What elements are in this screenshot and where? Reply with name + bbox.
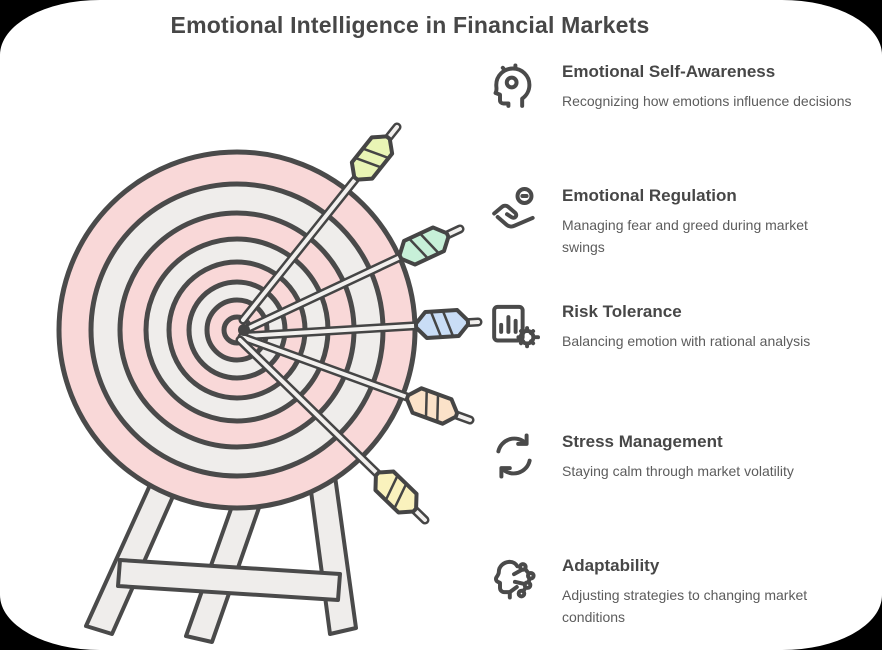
- list-item: Risk Tolerance Balancing emotion with ra…: [486, 302, 854, 354]
- list-item: Emotional Self-Awareness Recognizing how…: [486, 62, 854, 114]
- cycle-arrows-icon: [486, 428, 542, 484]
- topics-panel: Emotional Self-Awareness Recognizing how…: [486, 0, 882, 650]
- list-item: Adaptability Adjusting strategies to cha…: [486, 556, 854, 628]
- item-heading: Risk Tolerance: [562, 302, 682, 321]
- item-body: Recognizing how emotions influence decis…: [562, 93, 852, 109]
- item-body: Adjusting strategies to changing market …: [562, 587, 808, 625]
- item-heading: Emotional Self-Awareness: [562, 62, 776, 81]
- item-heading: Emotional Regulation: [562, 186, 737, 205]
- head-profile-icon: [486, 58, 542, 114]
- brain-network-icon: [486, 552, 542, 608]
- item-body: Balancing emotion with rational analysis: [562, 333, 811, 349]
- item-body: Managing fear and greed during market sw…: [562, 217, 808, 255]
- item-body: Staying calm through market volatility: [562, 463, 794, 479]
- list-item: Stress Management Staying calm through m…: [486, 432, 854, 484]
- chart-gear-icon: [486, 298, 542, 354]
- item-heading: Stress Management: [562, 432, 723, 451]
- list-item: Emotional Regulation Managing fear and g…: [486, 186, 854, 258]
- item-heading: Adaptability: [562, 556, 660, 575]
- page-title: Emotional Intelligence in Financial Mark…: [170, 12, 650, 38]
- hand-coin-icon: [486, 182, 542, 238]
